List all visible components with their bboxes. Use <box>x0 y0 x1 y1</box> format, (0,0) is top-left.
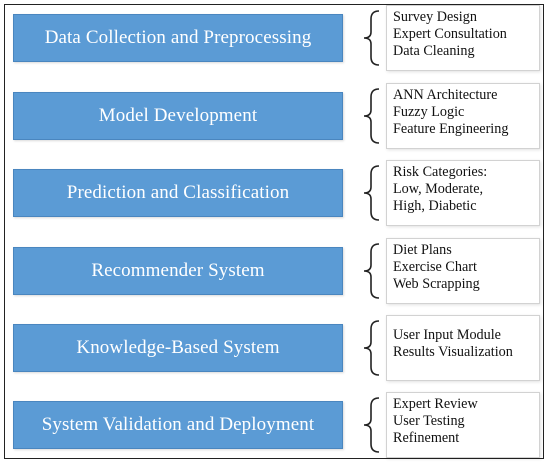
stage-row: Prediction and Classification Risk Categ… <box>0 160 550 226</box>
stage-box: Recommender System <box>13 247 343 295</box>
brace-icon <box>363 165 380 221</box>
detail-item: Exercise Chart <box>393 259 477 275</box>
stage-title: Prediction and Classification <box>66 182 290 203</box>
stage-box: Knowledge-Based System <box>13 324 343 372</box>
detail-item: Web Scrapping <box>393 276 480 292</box>
stage-row: System Validation and Deployment Expert … <box>0 392 550 458</box>
detail-item: Results Visualization <box>393 344 513 360</box>
stage-box: System Validation and Deployment <box>13 401 343 449</box>
stage-row: Recommender System Diet Plans Exercise C… <box>0 238 550 304</box>
brace-icon <box>363 10 380 66</box>
stage-box: Data Collection and Preprocessing <box>13 14 343 62</box>
stage-box: Model Development <box>13 92 343 140</box>
stage-row: Model Development ANN Architecture Fuzzy… <box>0 83 550 149</box>
detail-item: Low, Moderate, <box>393 181 484 197</box>
stage-title: Knowledge-Based System <box>76 337 280 358</box>
detail-item: User Input Module <box>393 327 501 343</box>
brace-icon <box>363 397 380 453</box>
detail-item: ANN Architecture <box>393 87 498 103</box>
stage-row: Data Collection and Preprocessing Survey… <box>0 5 550 71</box>
detail-item: Expert Review <box>393 396 478 412</box>
detail-box: User Input Module Results Visualization <box>386 315 540 381</box>
detail-item: Diet Plans <box>393 242 452 258</box>
diagram-frame <box>4 4 544 459</box>
detail-item: Survey Design <box>393 9 477 25</box>
detail-box: ANN Architecture Fuzzy Logic Feature Eng… <box>386 83 540 149</box>
detail-box: Diet Plans Exercise Chart Web Scrapping <box>386 238 540 304</box>
detail-box: Survey Design Expert Consultation Data C… <box>386 5 540 71</box>
brace-icon <box>363 243 380 299</box>
stage-title: Model Development <box>98 105 258 126</box>
stage-title: Data Collection and Preprocessing <box>44 27 312 48</box>
brace-icon <box>363 88 380 144</box>
detail-item: Expert Consultation <box>393 26 507 42</box>
stage-row: Knowledge-Based System User Input Module… <box>0 315 550 381</box>
detail-item: Fuzzy Logic <box>393 104 465 120</box>
detail-box: Expert Review User Testing Refinement <box>386 392 540 458</box>
detail-item: Refinement <box>393 430 460 446</box>
detail-item: High, Diabetic <box>393 198 477 214</box>
detail-item: Feature Engineering <box>393 121 509 137</box>
detail-item: Risk Categories: <box>393 164 488 180</box>
stage-title: Recommender System <box>91 260 265 281</box>
detail-box: Risk Categories: Low, Moderate, High, Di… <box>386 160 540 226</box>
detail-item: User Testing <box>393 413 465 429</box>
detail-item: Data Cleaning <box>393 43 475 59</box>
stage-box: Prediction and Classification <box>13 169 343 217</box>
brace-icon <box>363 320 380 376</box>
stage-title: System Validation and Deployment <box>41 414 315 435</box>
